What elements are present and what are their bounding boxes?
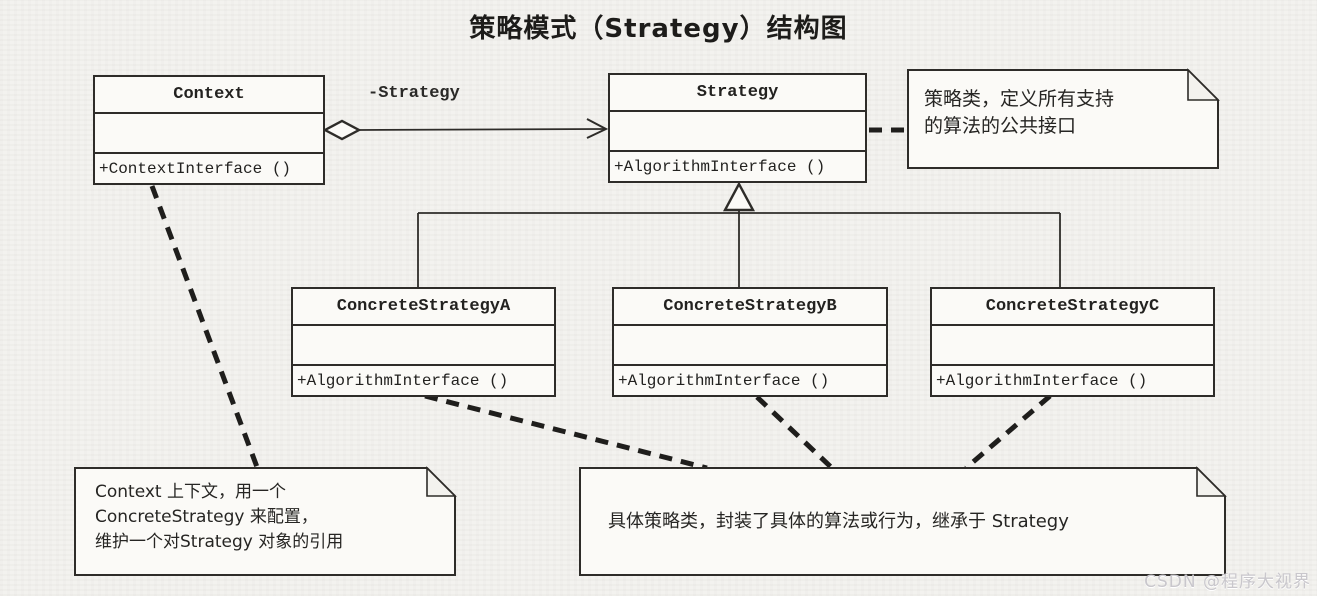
note-line: 维护一个对Strategy 对象的引用 <box>95 532 344 552</box>
class-concrete-strategy-a: ConcreteStrategyA +AlgorithmInterface () <box>291 287 556 397</box>
class-concrete-a-attrs <box>293 326 554 366</box>
aggregation-line <box>357 128 605 131</box>
inheritance-triangle-icon <box>722 181 756 212</box>
open-arrowhead-icon <box>586 118 609 139</box>
class-concrete-b-attrs <box>614 326 886 366</box>
class-strategy: Strategy +AlgorithmInterface () <box>608 73 867 183</box>
concrete-c-note-link <box>964 394 1052 470</box>
watermark: CSDN @程序大视界 <box>1144 572 1311 592</box>
concrete-a-note-link <box>424 393 708 471</box>
class-concrete-c-method: +AlgorithmInterface () <box>936 371 1148 390</box>
note-line: 具体策略类，封装了具体的算法或行为，继承于 Strategy <box>608 511 1069 532</box>
class-context-name: Context <box>95 77 323 114</box>
class-concrete-c-name: ConcreteStrategyC <box>932 289 1213 326</box>
class-context-method: +ContextInterface () <box>99 159 292 178</box>
class-concrete-strategy-c: ConcreteStrategyC +AlgorithmInterface () <box>930 287 1215 397</box>
note-line: ConcreteStrategy 来配置， <box>95 507 318 527</box>
concrete-note-text: 具体策略类，封装了具体的算法或行为，继承于 Strategy <box>608 468 1208 575</box>
concrete-note-fold-icon <box>1196 466 1227 497</box>
strategy-note-fold-icon <box>1187 68 1220 101</box>
strategy-note-text: 策略类，定义所有支持 的算法的公共接口 <box>924 86 1206 140</box>
class-concrete-b-method: +AlgorithmInterface () <box>618 371 830 390</box>
aggregation-diamond-icon <box>322 119 362 141</box>
note-line: 策略类，定义所有支持 <box>924 88 1115 110</box>
context-note-shape <box>74 467 456 576</box>
note-line: 的算法的公共接口 <box>924 115 1077 137</box>
class-concrete-c-attrs <box>932 326 1213 366</box>
concrete-b-note-link <box>755 395 834 470</box>
class-concrete-b-name: ConcreteStrategyB <box>614 289 886 326</box>
note-line: Context 上下文，用一个 <box>95 482 287 502</box>
class-concrete-strategy-b: ConcreteStrategyB +AlgorithmInterface () <box>612 287 888 397</box>
class-context-attrs <box>95 114 323 154</box>
class-strategy-name: Strategy <box>610 75 865 112</box>
class-concrete-a-name: ConcreteStrategyA <box>293 289 554 326</box>
class-concrete-a-method: +AlgorithmInterface () <box>297 371 509 390</box>
class-strategy-method: +AlgorithmInterface () <box>614 157 826 176</box>
context-note-link <box>149 185 260 468</box>
aggregation-label: -Strategy <box>368 84 460 103</box>
class-context: Context +ContextInterface () <box>93 75 325 185</box>
class-strategy-attrs <box>610 112 865 152</box>
concrete-note-shape <box>579 467 1226 576</box>
context-note-text: Context 上下文，用一个 ConcreteStrategy 来配置， 维护… <box>95 480 445 555</box>
diagram-title: 策略模式（Strategy）结构图 <box>469 14 848 44</box>
context-note-fold-icon <box>426 466 457 497</box>
strategy-note-shape <box>907 69 1219 169</box>
